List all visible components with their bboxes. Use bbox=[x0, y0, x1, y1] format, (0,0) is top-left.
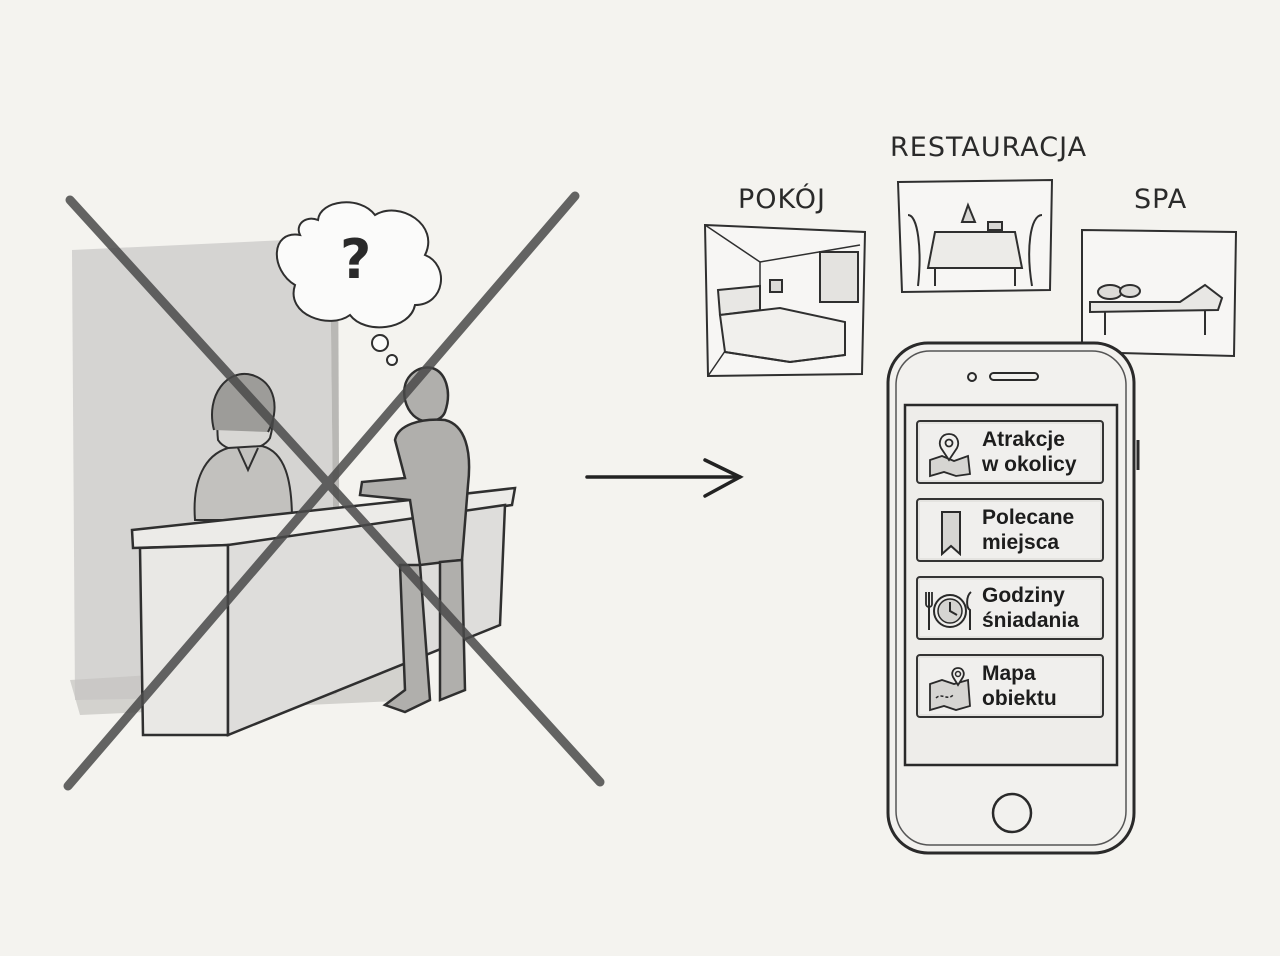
restaurant-label: RESTAURACJA bbox=[890, 132, 1088, 163]
menu-button-property-map[interactable]: Mapa obiektu bbox=[916, 654, 1104, 718]
menu-button-attractions[interactable]: Atrakcje w okolicy bbox=[916, 420, 1104, 484]
cross-out-mark bbox=[63, 191, 605, 791]
map-pin-icon bbox=[929, 433, 971, 478]
spa-picture bbox=[1081, 228, 1238, 358]
menu-button-label: Mapa obiektu bbox=[982, 662, 1057, 710]
menu-button-label: Polecane miejsca bbox=[982, 506, 1075, 554]
restaurant-picture bbox=[896, 178, 1054, 294]
guest-figure bbox=[358, 366, 471, 714]
spa-label: SPA bbox=[1134, 184, 1188, 215]
menu-button-recommended[interactable]: Polecane miejsca bbox=[916, 498, 1104, 562]
menu-button-label: Godziny śniadania bbox=[982, 584, 1079, 632]
clock-cutlery-icon bbox=[925, 591, 972, 630]
question-mark: ? bbox=[340, 228, 373, 291]
menu-button-label: Atrakcje w okolicy bbox=[982, 428, 1077, 476]
map-icon bbox=[929, 667, 971, 712]
room-label: POKÓJ bbox=[738, 184, 826, 215]
receptionist-figure bbox=[193, 372, 294, 521]
menu-button-breakfast[interactable]: Godziny śniadania bbox=[916, 576, 1104, 640]
transition-arrow bbox=[585, 458, 744, 498]
room-picture bbox=[703, 223, 867, 378]
thought-bubble bbox=[275, 201, 442, 366]
bookmark-icon bbox=[941, 511, 961, 556]
